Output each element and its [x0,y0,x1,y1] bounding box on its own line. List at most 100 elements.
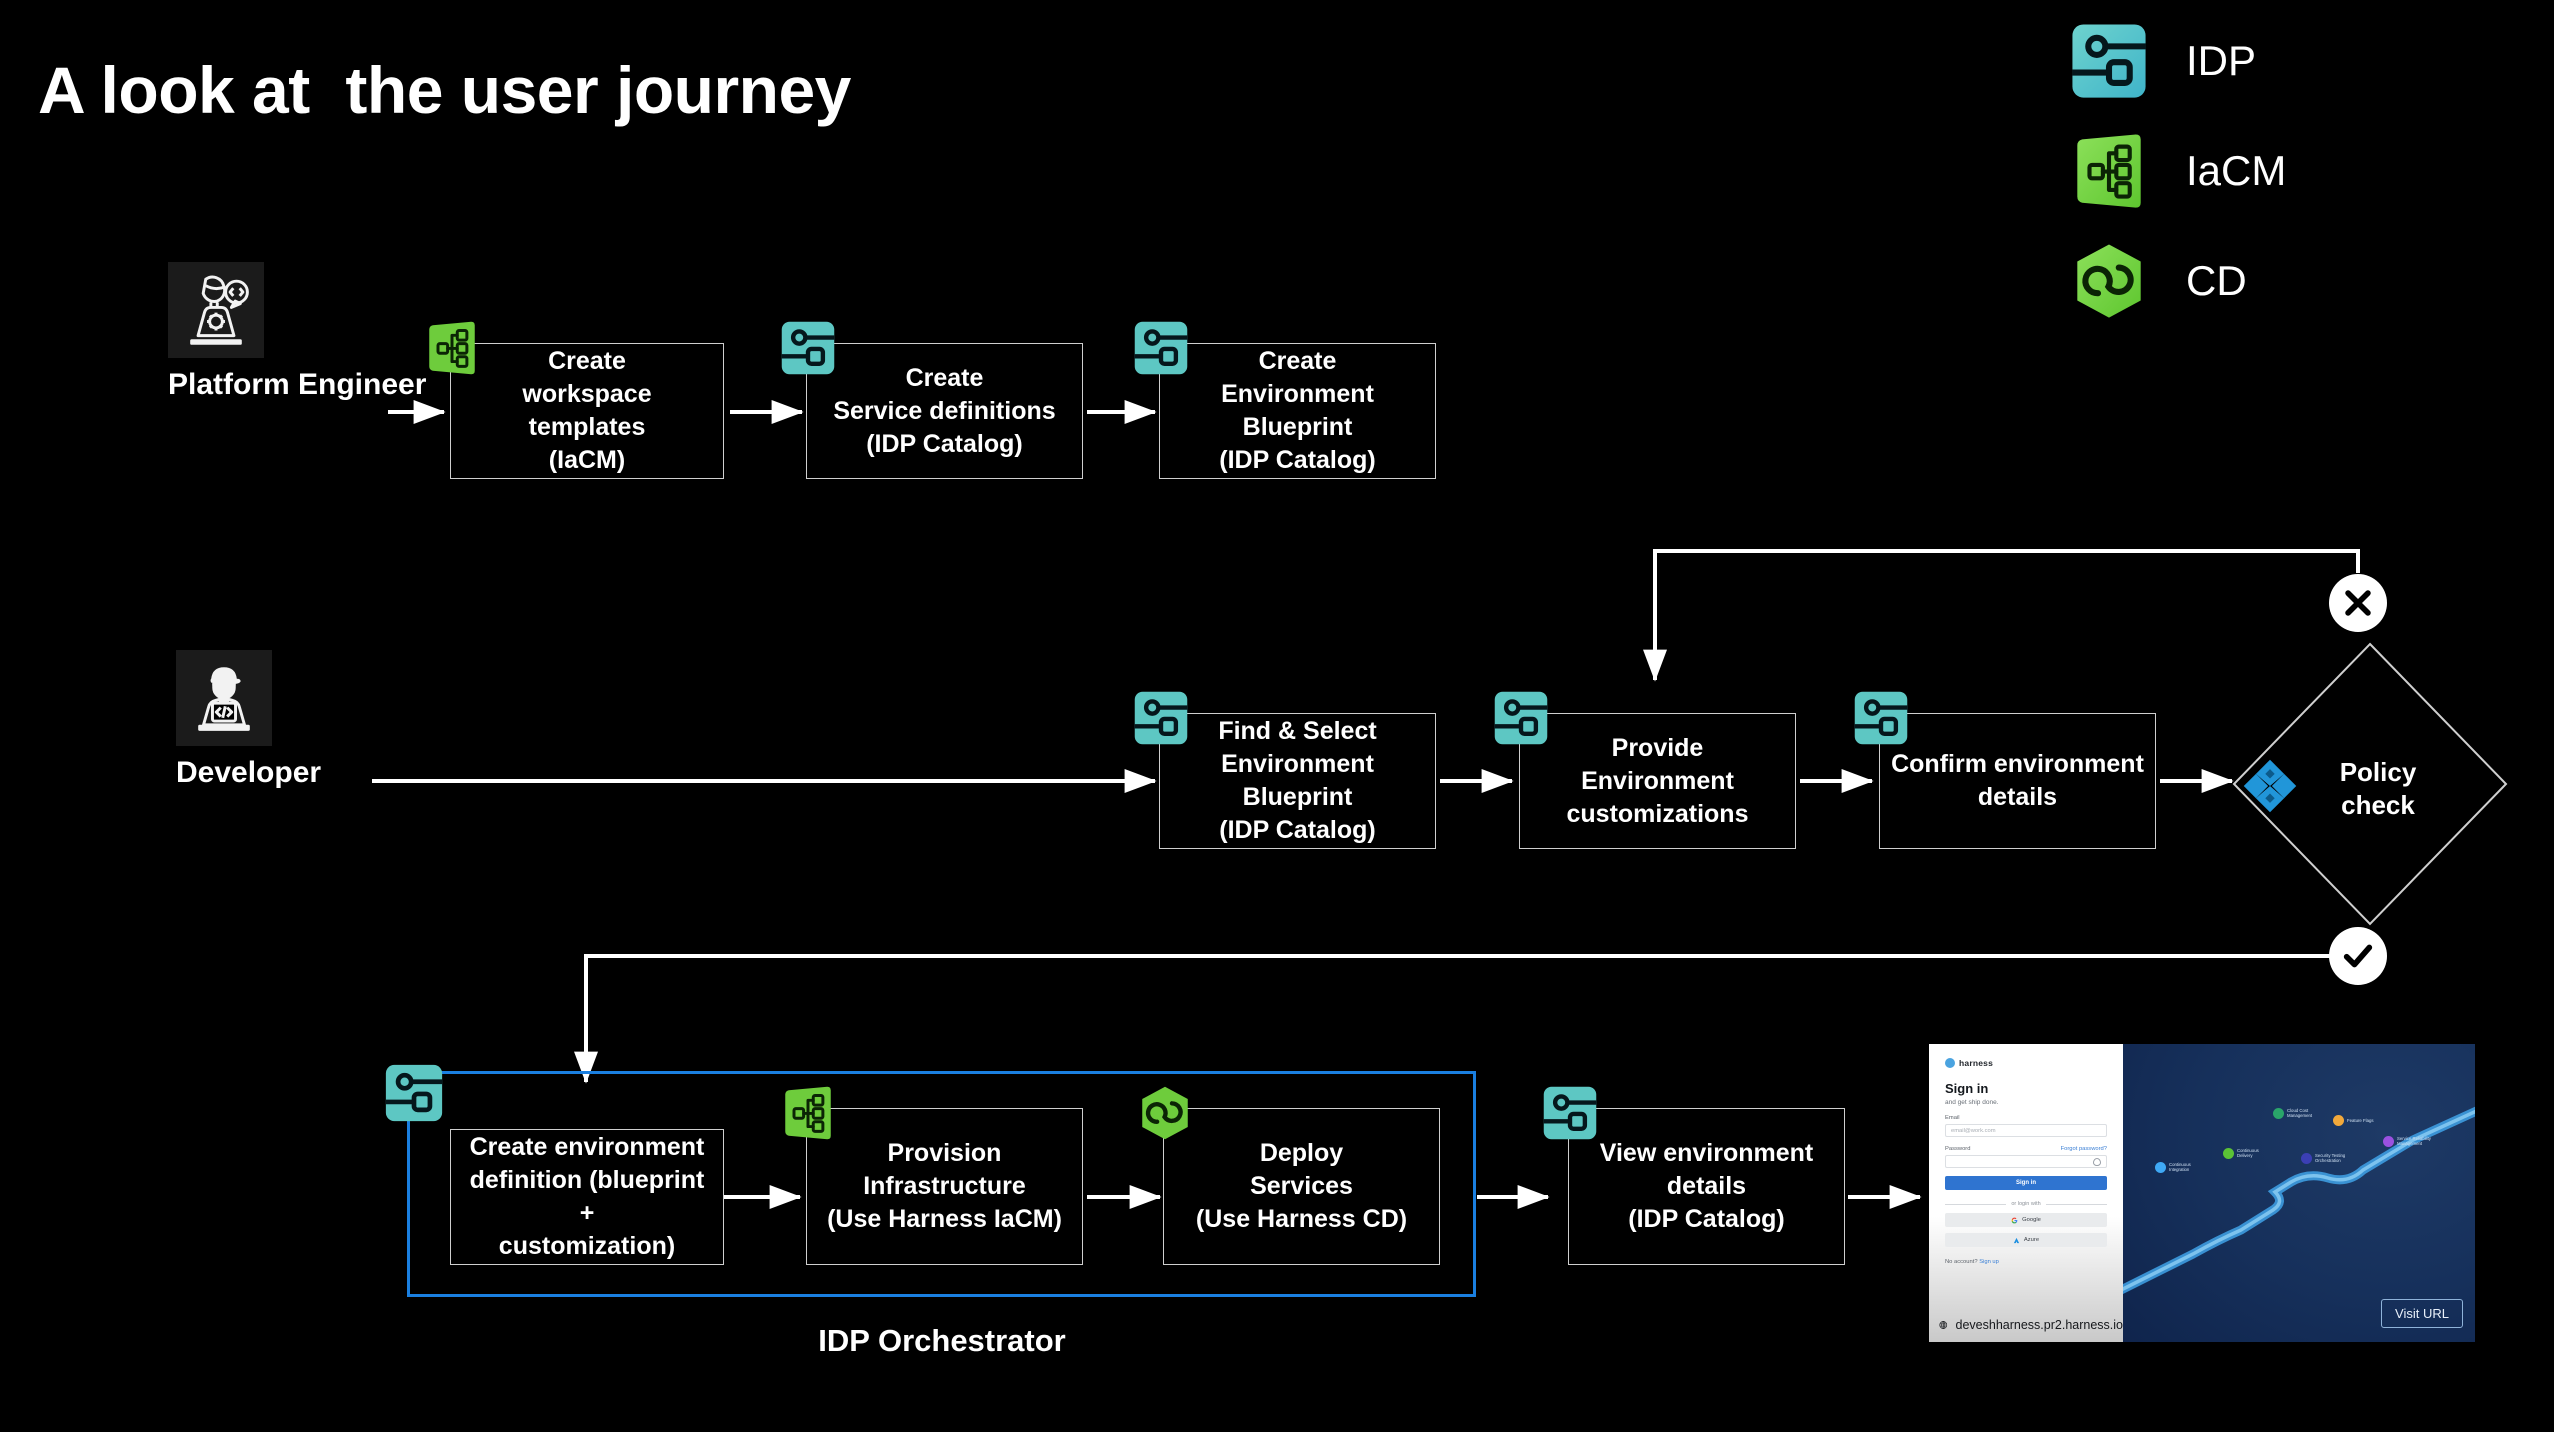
email-field[interactable]: email@work.com [1945,1124,2107,1137]
step-line: (IDP Catalog) [1219,446,1376,474]
step-line: customizations [1566,799,1749,828]
step-line: Provision [887,1139,1002,1167]
divider-line-right [2045,1203,2108,1205]
visit-url-button[interactable]: Visit URL [2381,1299,2463,1328]
step-find-select-environment-blueprint[interactable]: Find & Select Environment Blueprint (IDP… [1159,713,1436,849]
globe-icon [1939,1321,1948,1329]
no-account-text: No account? [1945,1259,1978,1265]
forgot-password-link[interactable]: Forgot password? [2060,1146,2107,1152]
ff-label: Feature Flags [2347,1118,2374,1123]
idp-module-icon [1853,690,1909,746]
site-url: deveshharness.pr2.harness.io [1955,1318,2123,1332]
idp-orchestrator-group [407,1071,1476,1297]
step-line: Create environment [469,1133,705,1161]
signup-link[interactable]: Sign up [1979,1259,1999,1265]
platform-engineer-avatar [168,262,264,358]
or-divider-text: or login with [2011,1201,2041,1207]
signin-heading: Sign in [1945,1081,1989,1096]
google-signin-button[interactable]: Google [1945,1213,2107,1227]
close-x-icon [2345,590,2371,616]
step-view-environment-details[interactable]: View environment details (IDP Catalog) [1568,1108,1845,1265]
signin-subheading: and get ship done. [1945,1099,1999,1106]
password-row-labels: Password Forgot password? [1945,1146,2107,1152]
step-line: (IaCM) [548,446,626,474]
cd-module-icon [1137,1085,1193,1141]
step-line: Services [1250,1172,1353,1200]
iacm-module-icon [780,1085,836,1141]
step-line: Provide [1611,733,1704,762]
step-line: Environment Blueprint [1221,750,1374,811]
azure-label: Azure [2023,1237,2040,1243]
developer-avatar [176,650,272,746]
harness-logo: harness [1945,1058,2107,1068]
legend-item-iacm: IaCM [2070,116,2490,226]
divider-line-left [1945,1203,2007,1205]
idp-module-icon [1493,690,1549,746]
azure-signin-button[interactable]: Azure [1945,1233,2107,1247]
step-line: Create [548,347,626,375]
step-line: Infrastructure [863,1172,1026,1200]
cd-module-icon [2070,242,2148,320]
legend-label-iacm: IaCM [2186,147,2287,194]
iacm-module-icon [2070,132,2148,210]
step-create-service-definitions[interactable]: Create Service definitions (IDP Catalog) [806,343,1083,479]
harness-logo-mark [1945,1058,1955,1068]
harness-signin-screenshot[interactable]: harness Sign in and get ship done. Email… [1929,1044,2475,1342]
ci-dot [2155,1162,2166,1173]
step-provision-infrastructure[interactable]: Provision Infrastructure (Use Harness Ia… [806,1108,1083,1265]
step-create-environment-definition[interactable]: Create environment definition (blueprint… [450,1129,724,1265]
step-create-workspace-templates[interactable]: Create workspace templates (IaCM) [450,343,724,479]
step-deploy-services[interactable]: Deploy Services (Use Harness CD) [1163,1108,1440,1265]
url-bar: deveshharness.pr2.harness.io [1929,1308,2123,1342]
signin-button[interactable]: Sign in [1945,1176,2107,1190]
eye-icon[interactable] [2093,1157,2101,1166]
step-line: workspace templates [522,380,652,441]
step-line: (IDP Catalog) [866,429,1023,458]
step-line: Environment Blueprint [1221,380,1374,441]
module-legend: IDP IaCM [2070,6,2490,336]
azure-icon [2013,1237,2020,1243]
srm-dot [2383,1136,2394,1147]
step-line: customization) [498,1232,676,1260]
page-title: A look at the user journey [38,53,851,127]
step-line: Environment [1581,766,1734,795]
decision-label-policy-check: Policy check [2308,756,2448,823]
ff-dot [2333,1115,2344,1126]
legend-item-cd: CD [2070,226,2490,336]
idp-module-icon [384,1063,444,1123]
idp-module-icon [1542,1085,1598,1141]
step-confirm-environment-details[interactable]: Confirm environment details [1879,713,2156,849]
decision-policy-check[interactable] [2230,640,2510,933]
idp-module-icon [1133,690,1189,746]
decision-label-line: check [2341,790,2415,821]
sto-dot [2301,1153,2312,1164]
ccm-dot [2273,1108,2284,1119]
idp-module-icon [2070,22,2148,100]
harness-logo-text: harness [1959,1058,1994,1068]
persona-developer: Developer [176,650,321,790]
no-account-row: No account? Sign up [1945,1259,2107,1265]
or-divider: or login with [1945,1201,2108,1207]
decision-label-line: Policy [2339,757,2417,787]
step-line: details [1666,1172,1747,1200]
step-line: View environment [1599,1139,1814,1167]
password-field[interactable] [1945,1155,2107,1168]
step-line: (Use Harness IaCM) [827,1205,1062,1233]
check-icon [2343,944,2373,968]
legend-label-cd: CD [2186,257,2247,304]
step-create-environment-blueprint[interactable]: Create Environment Blueprint (IDP Catalo… [1159,343,1436,479]
idp-module-icon [1133,320,1189,376]
password-label: Password [1945,1146,1971,1152]
step-provide-environment-customizations[interactable]: Provide Environment customizations [1519,713,1796,849]
step-line: definition (blueprint + [469,1166,705,1227]
google-label: Google [2022,1217,2041,1223]
step-line: Find & Select [1218,717,1377,745]
policy-module-icon [2240,756,2300,816]
step-line: Deploy [1259,1139,1344,1167]
email-label: Email [1945,1115,1960,1121]
